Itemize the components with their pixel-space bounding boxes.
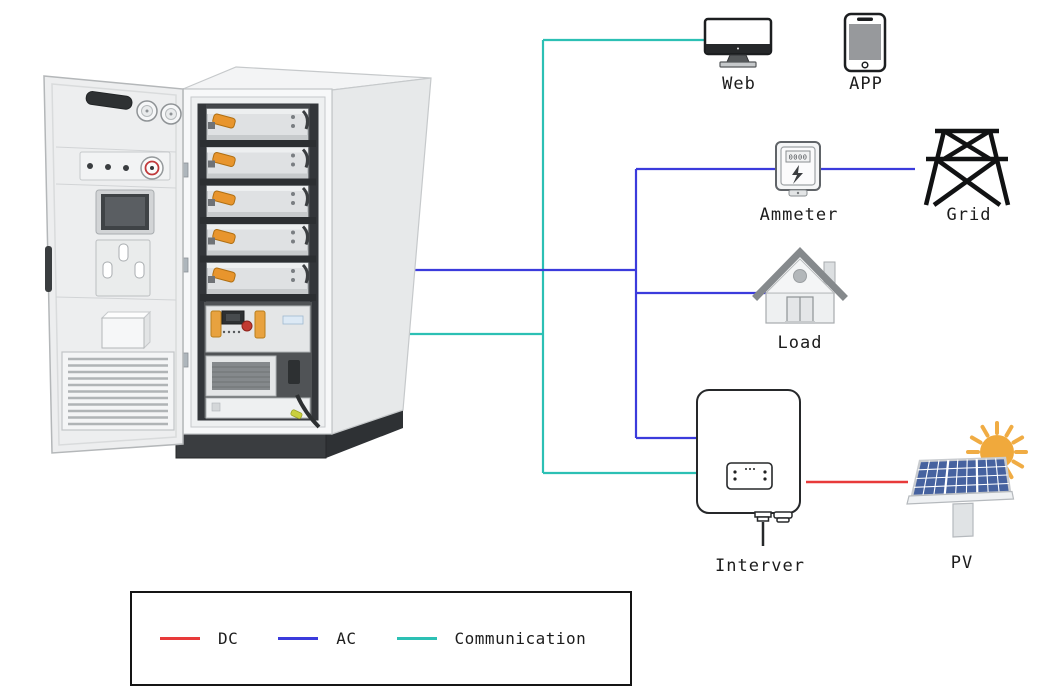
cabinet-control-section bbox=[204, 302, 321, 429]
inverter-antenna bbox=[754, 511, 772, 546]
control-vent-mesh bbox=[212, 362, 270, 390]
door-gauges bbox=[136, 100, 182, 125]
pv-panel-icon bbox=[906, 421, 1028, 538]
ammeter-display: 0000 bbox=[789, 154, 808, 162]
lower-unit bbox=[205, 397, 311, 419]
lightning-bolt-icon bbox=[792, 165, 803, 184]
communication-legend-label: Communication bbox=[454, 629, 587, 648]
inverter-display bbox=[726, 462, 773, 490]
emergency-stop-button bbox=[241, 320, 253, 332]
legend: DC AC Communication bbox=[130, 591, 632, 686]
load-label: Load bbox=[777, 333, 823, 353]
door-junction-box bbox=[100, 310, 152, 350]
battery-cabinet bbox=[43, 66, 432, 459]
house-window bbox=[793, 269, 807, 283]
door-mount-plate bbox=[95, 239, 151, 297]
web-label: Web bbox=[722, 74, 756, 94]
legend-item-communication: Communication bbox=[396, 629, 627, 648]
cabinet-door bbox=[43, 75, 184, 454]
door-vent-grille bbox=[61, 351, 175, 431]
inverter-icon bbox=[696, 389, 801, 546]
module-orange-connector bbox=[212, 113, 236, 129]
ammeter-label: Ammeter bbox=[759, 205, 839, 225]
door-hmi-screen bbox=[95, 189, 155, 235]
ammeter-icon: 0000 bbox=[775, 141, 821, 197]
communication-line-swatch bbox=[396, 637, 437, 640]
dc-legend-label: DC bbox=[218, 629, 239, 648]
battery-module bbox=[200, 108, 316, 147]
pv-stand bbox=[952, 502, 974, 538]
cabinet-base-front bbox=[175, 433, 327, 459]
cabinet-base-side bbox=[326, 410, 403, 458]
cabinet-side-face bbox=[331, 77, 432, 435]
pv-label: PV bbox=[950, 553, 974, 573]
app-phone-icon bbox=[843, 12, 887, 73]
load-house-icon bbox=[752, 246, 848, 324]
ac-line-swatch bbox=[278, 637, 319, 640]
door-edge-latch bbox=[45, 246, 52, 292]
door-indicator-strip bbox=[79, 151, 171, 181]
dc-line-swatch bbox=[160, 637, 200, 640]
grid-label: Grid bbox=[946, 205, 992, 225]
app-label: APP bbox=[849, 74, 883, 94]
web-monitor-icon bbox=[703, 17, 773, 68]
door-handle bbox=[85, 91, 133, 110]
pv-frame-lip bbox=[906, 490, 1015, 505]
legend-item-dc: DC bbox=[160, 629, 278, 648]
legend-item-ac: AC bbox=[278, 629, 396, 648]
ac-legend-label: AC bbox=[336, 629, 357, 648]
grid-tower-icon bbox=[923, 128, 1011, 207]
inverter-connector bbox=[773, 511, 793, 523]
power-cable bbox=[295, 394, 321, 429]
inverter-label: Interver bbox=[715, 556, 805, 576]
wires bbox=[405, 38, 915, 484]
